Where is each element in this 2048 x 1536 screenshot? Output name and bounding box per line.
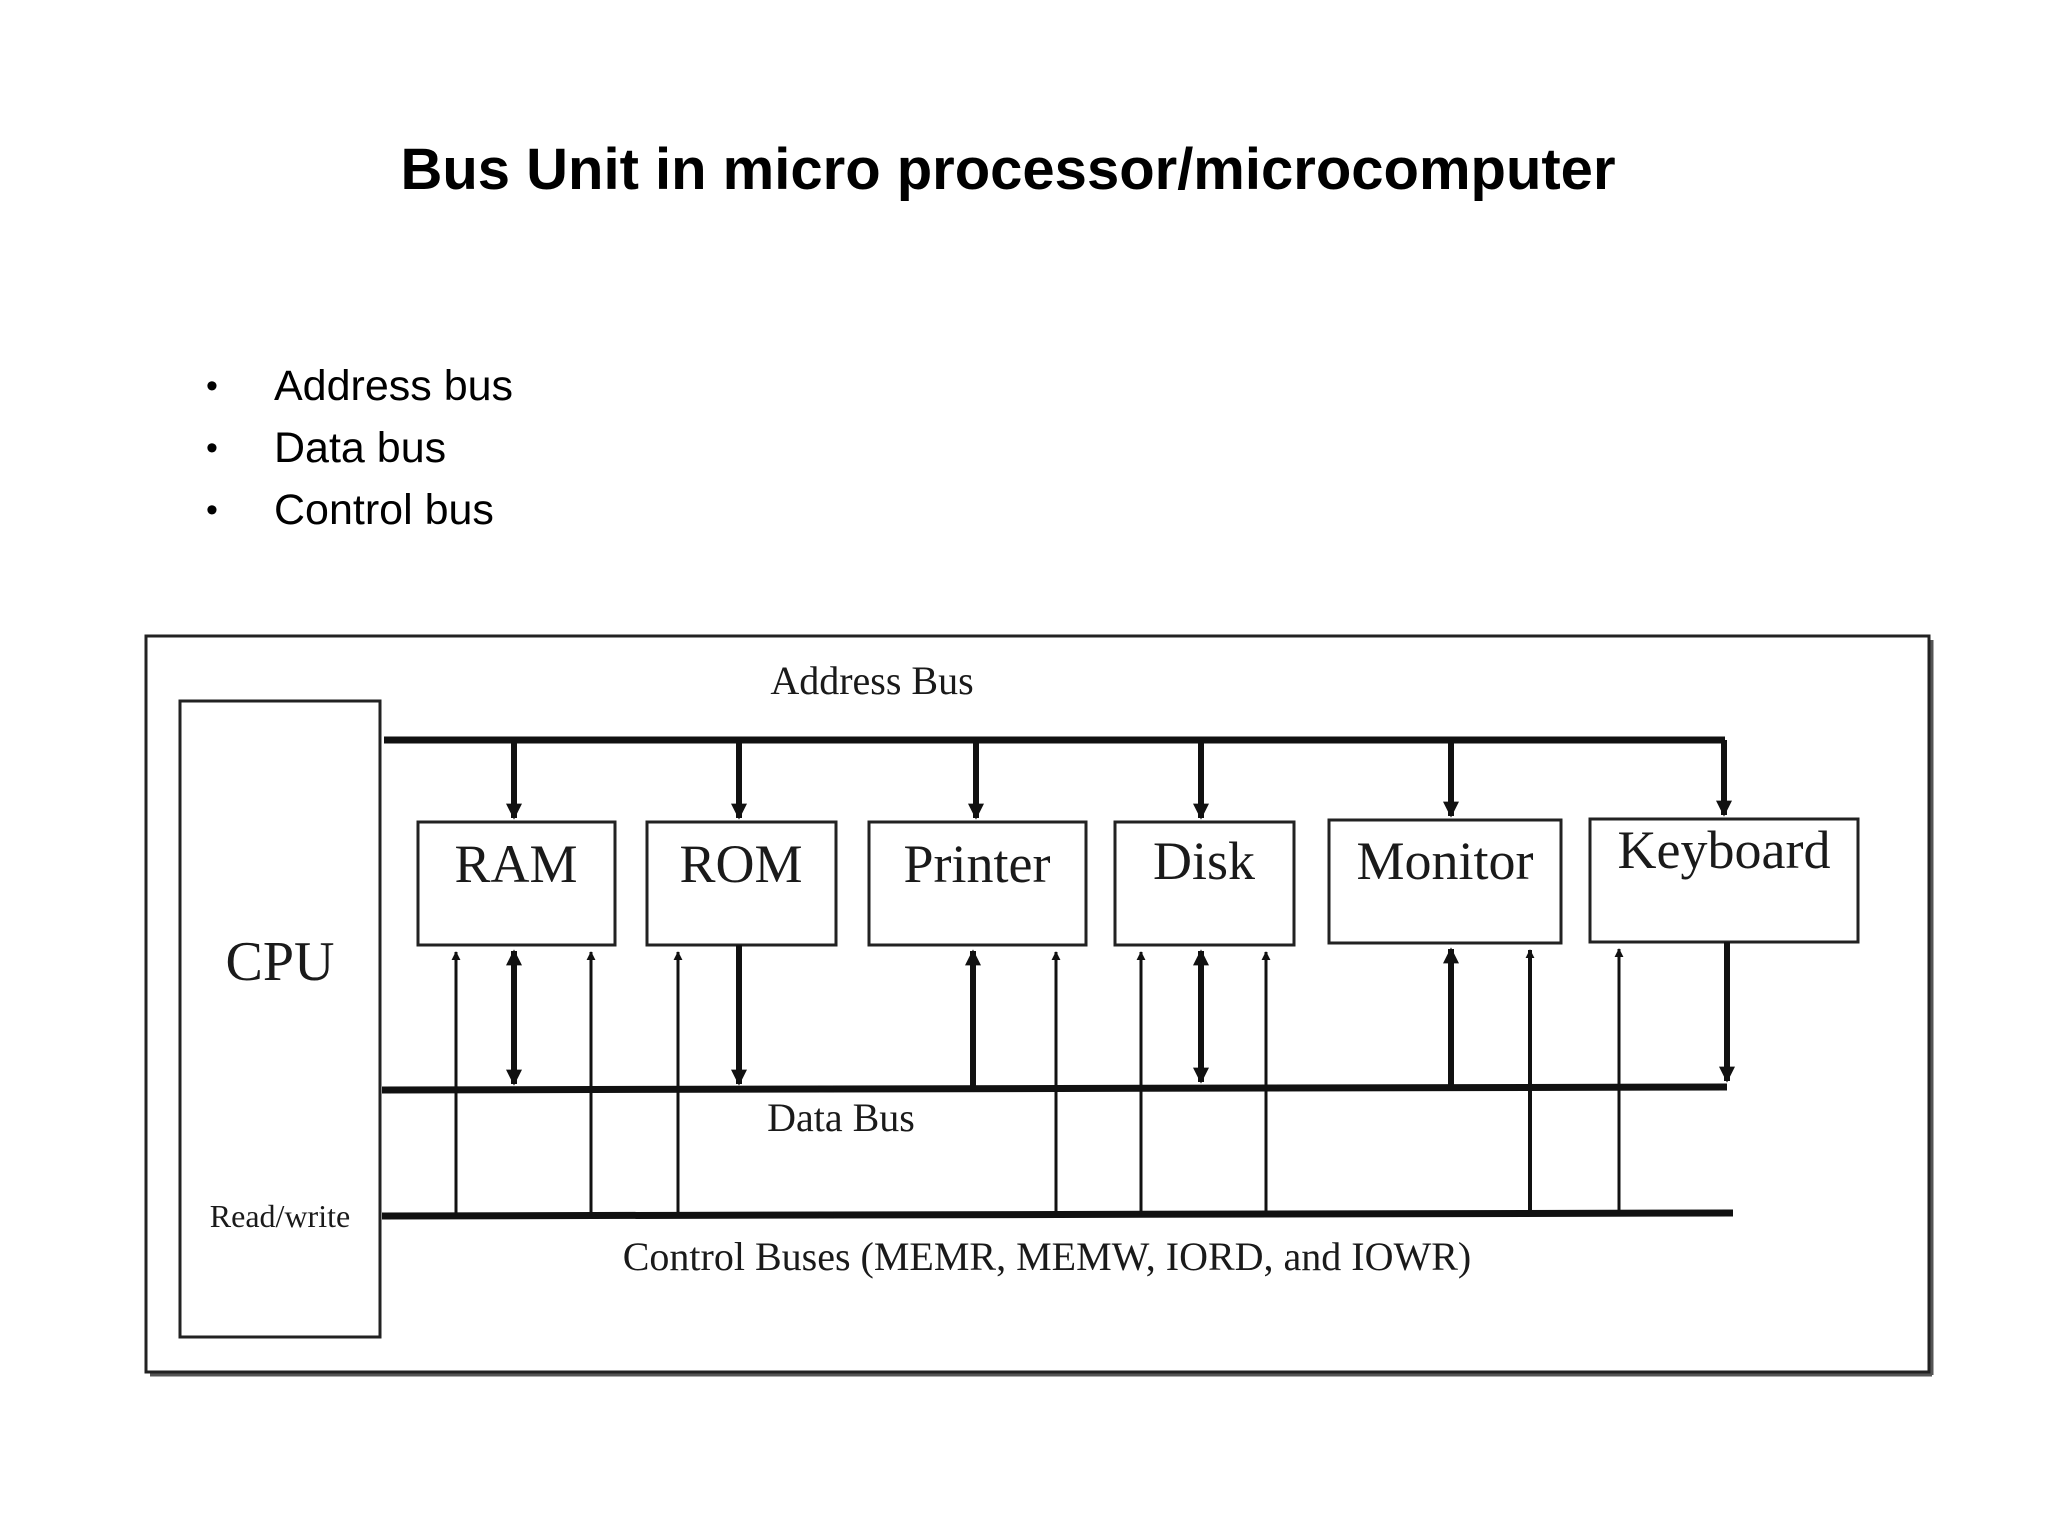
cpu-label: CPU [226,931,335,993]
address-bus-label: Address Bus [770,658,973,703]
bullet-list: • Address bus • Data bus • Control bus [206,355,513,541]
bullet-item-data-bus: • Data bus [206,417,513,479]
device-disk-box [1113,820,1296,947]
device-monitor-label: Monitor [1356,831,1533,891]
bullet-item-address-bus: • Address bus [206,355,513,417]
device-printer-box [867,820,1088,947]
bullet-text: Address bus [274,362,514,410]
device-printer: Printer [867,820,1088,947]
device-ram: RAM [416,820,617,947]
bullet-text: Control bus [274,486,494,534]
device-rom-label: ROM [679,834,802,894]
cpu-box [178,699,382,1339]
device-ram-box [416,820,617,947]
data-arrows [506,942,1735,1090]
device-printer-label: Printer [904,834,1051,894]
bullet-dot-icon: • [206,491,218,529]
bullet-item-control-bus: • Control bus [206,479,513,541]
device-monitor-box [1327,818,1563,945]
device-keyboard-label: Keyboard [1618,820,1831,880]
slide-title: Bus Unit in micro processor/microcompute… [400,137,1616,202]
data-bus-label: Data Bus [767,1095,915,1140]
diagram-frame [144,634,1931,1374]
device-ram-label: RAM [454,834,577,894]
bullet-text: Data bus [274,424,447,472]
cpu-read-write-label: Read/write [210,1198,350,1234]
control-arrows [451,948,1624,1216]
device-monitor: Monitor [1327,818,1563,945]
bullet-dot-icon: • [206,367,218,405]
address-arrows [506,740,1732,820]
control-bus-label: Control Buses (MEMR, MEMW, IORD, and IOW… [623,1234,1472,1279]
device-rom: ROM [645,820,838,947]
device-disk: Disk [1113,820,1296,947]
device-keyboard: Keyboard [1588,817,1860,944]
bullet-dot-icon: • [206,429,218,467]
device-disk-label: Disk [1153,831,1255,891]
